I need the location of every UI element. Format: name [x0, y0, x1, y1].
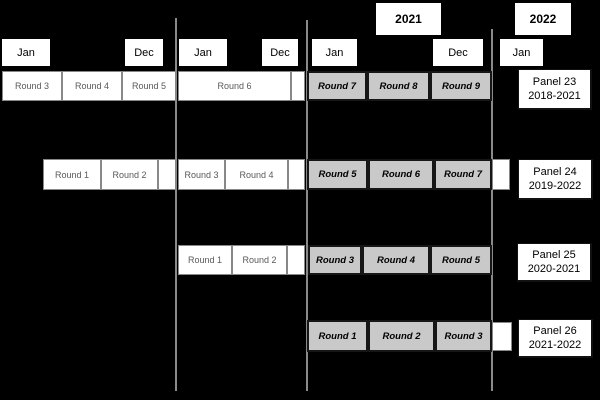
round-cell-partial [492, 159, 510, 190]
round-cell: Round 1 [178, 245, 232, 275]
month-label-dec: Dec [262, 39, 298, 66]
round-cell-partial [287, 245, 305, 275]
round-cell: Round 7 [307, 71, 367, 101]
panel-label-box: Panel 24 2019-2022 [518, 159, 593, 200]
month-label-jan: Jan [312, 39, 357, 66]
panel-label-box: Panel 25 2020-2021 [517, 243, 592, 282]
year-label-2022: 2022 [515, 3, 571, 35]
year-divider-line [491, 29, 493, 391]
month-label-dec: Dec [433, 39, 483, 66]
round-cell: Round 4 [225, 159, 288, 190]
round-cell: Round 4 [362, 245, 430, 275]
round-cell: Round 7 [434, 159, 492, 190]
year-label-2021: 2021 [376, 3, 441, 35]
year-divider-line [306, 20, 308, 391]
round-cell: Round 1 [307, 320, 368, 352]
round-cell: Round 5 [307, 159, 368, 190]
panel-years: 2021-2022 [528, 339, 582, 351]
round-cell-partial [288, 159, 305, 190]
round-cell-partial [158, 159, 176, 190]
round-cell: Round 2 [101, 159, 158, 190]
month-label-jan: Jan [2, 39, 50, 66]
round-cell: Round 3 [308, 245, 362, 275]
round-cell: Round 4 [62, 71, 122, 101]
panel-name: Panel 26 [533, 325, 577, 337]
panel-label-box: Panel 26 2021-2022 [518, 319, 593, 358]
round-cell: Round 3 [2, 71, 62, 101]
panel-years: 2018-2021 [528, 90, 581, 102]
panel-years: 2019-2022 [528, 180, 582, 192]
round-cell: Round 3 [435, 320, 492, 352]
round-cell: Round 2 [368, 320, 435, 352]
panel-name: Panel 24 [533, 166, 577, 178]
round-cell: Round 9 [430, 71, 492, 101]
panel-label-box: Panel 23 2018-2021 [518, 69, 592, 110]
round-cell: Round 6 [178, 71, 291, 101]
month-label-dec: Dec [125, 39, 163, 66]
round-cell: Round 5 [122, 71, 176, 101]
round-cell-partial [291, 71, 305, 101]
month-label-jan: Jan [179, 39, 227, 66]
round-cell: Round 1 [43, 159, 101, 190]
round-cell: Round 2 [232, 245, 287, 275]
round-cell-partial [492, 322, 512, 351]
round-cell: Round 3 [178, 159, 225, 190]
panel-name: Panel 23 [532, 76, 577, 88]
panel-years: 2020-2021 [527, 263, 581, 275]
round-cell: Round 5 [430, 245, 492, 275]
round-cell: Round 6 [368, 159, 434, 190]
panel-name: Panel 25 [532, 249, 576, 261]
year-divider-line [175, 18, 177, 391]
round-cell: Round 8 [367, 71, 430, 101]
month-label-jan: Jan [500, 39, 543, 66]
